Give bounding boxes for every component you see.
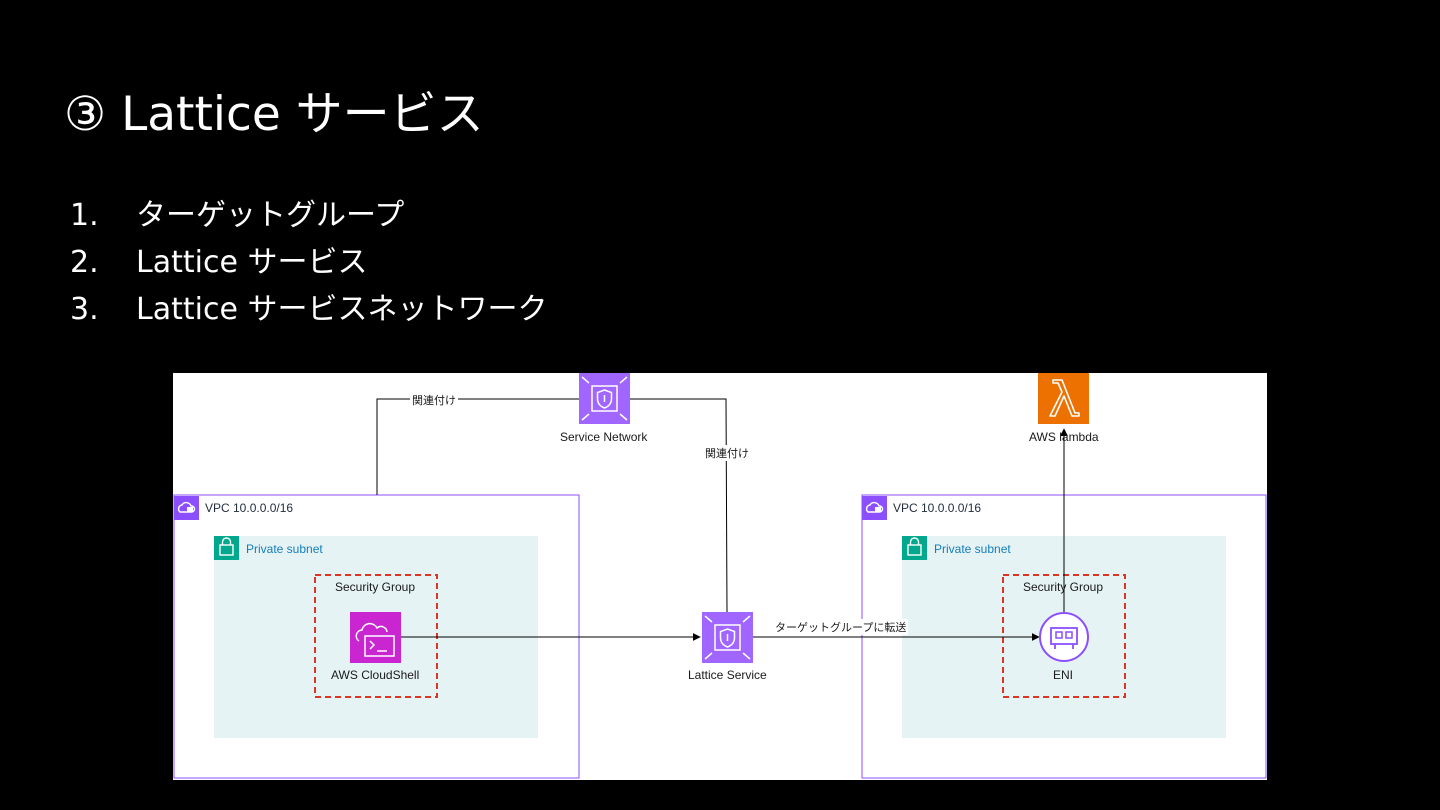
slide-title: ③ Lattice サービス	[64, 87, 484, 142]
cloudshell-label: AWS CloudShell	[331, 668, 420, 682]
service-network-icon	[579, 373, 630, 424]
association-label: 関連付け	[703, 445, 751, 461]
lattice-service-icon	[702, 612, 753, 663]
step-number: 3.	[70, 292, 99, 327]
forward-label: ターゲットグループに転送	[773, 619, 909, 635]
association-label: 関連付け	[410, 392, 458, 408]
left-subnet-label: Private subnet	[246, 542, 323, 556]
step-label: Lattice サービスネットワーク	[136, 292, 548, 327]
lock-icon	[902, 536, 927, 560]
left-vpc-label: VPC 10.0.0.0/16	[205, 501, 294, 515]
cloudshell-icon	[350, 612, 401, 663]
association-connector-left	[376, 398, 579, 495]
right-vpc-label: VPC 10.0.0.0/16	[893, 501, 982, 515]
left-security-group-label: Security Group	[335, 580, 416, 594]
association-connector-right	[630, 398, 728, 613]
right-subnet-label: Private subnet	[934, 542, 1011, 556]
step-label: ターゲットグループ	[136, 198, 405, 233]
vpc-cloud-icon	[862, 496, 887, 520]
service-network-label: Service Network	[560, 430, 648, 444]
lock-icon	[214, 536, 239, 560]
step-list: 1. ターゲットグループ 2. Lattice サービス 3. Lattice サービ…	[70, 192, 547, 333]
list-item: 3. Lattice サービスネットワーク	[70, 286, 547, 333]
architecture-diagram: 関連付け Service Network 関連付け AWS lambda VPC…	[173, 373, 1267, 780]
eni-label: ENI	[1053, 668, 1074, 682]
lattice-service-label: Lattice Service	[688, 668, 767, 682]
step-number: 1.	[70, 198, 99, 233]
lambda-label: AWS lambda	[1029, 430, 1099, 444]
lambda-icon	[1038, 373, 1089, 424]
left-security-group	[314, 574, 438, 698]
right-security-group-label: Security Group	[1023, 580, 1104, 594]
list-item: 1. ターゲットグループ	[70, 192, 547, 239]
vpc-cloud-icon	[174, 496, 199, 520]
diagram-canvas	[173, 373, 1267, 779]
step-number: 2.	[70, 245, 99, 280]
step-label: Lattice サービス	[136, 245, 368, 280]
eni-icon	[1039, 612, 1089, 662]
list-item: 2. Lattice サービス	[70, 239, 547, 286]
